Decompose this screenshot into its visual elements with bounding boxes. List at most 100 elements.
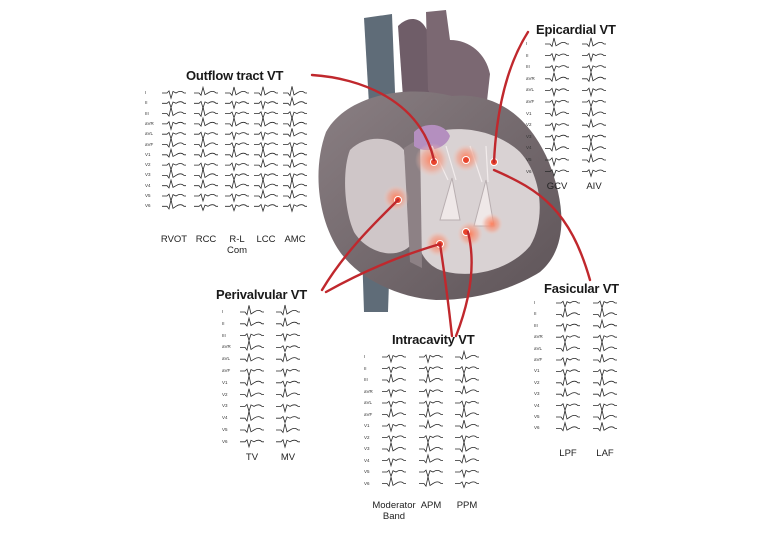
intracavity-lead-label: I (364, 354, 366, 359)
perivalvular-lead-label: II (222, 320, 225, 326)
perivalvular-ecg-trace (240, 388, 264, 398)
intracavity-ecg-trace (382, 388, 406, 399)
outflow-ecg-trace (194, 85, 218, 97)
outflow-ecg-trace (254, 86, 278, 97)
outflow-ecg-trace (225, 142, 249, 150)
fascicular-lead-label: aVF (534, 357, 543, 362)
epicardial-column-label: AIV (586, 181, 602, 192)
intracavity-lead-label: II (364, 365, 367, 371)
fascicular-ecg-trace (556, 322, 580, 333)
epicardial-ecg-trace (582, 118, 606, 129)
fascicular-ecg-trace (593, 300, 617, 309)
outflow-ecg-trace (254, 148, 278, 159)
epicardial-lead-label: aVL (526, 87, 535, 93)
epicardial-ecg-trace (582, 52, 606, 63)
outflow-lead-label: aVF (145, 141, 154, 147)
outflow-column-label: RVOT (160, 234, 188, 245)
intracavity-lead-label: V4 (364, 457, 370, 463)
intracavity-ecg-trace (419, 373, 443, 384)
epicardial-connector (492, 30, 530, 164)
intracavity-ecg-trace (419, 366, 443, 375)
outflow-ecg-trace (162, 193, 186, 202)
intracavity-ecg-trace (419, 400, 443, 409)
fascicular-ecg-trace (593, 409, 617, 421)
outflow-ecg-trace (254, 188, 278, 200)
intracavity-ecg-trace (455, 407, 479, 419)
epicardial-ecg-trace (545, 87, 569, 97)
epicardial-ecg-trace (582, 134, 606, 143)
outflow-ecg-trace (254, 178, 278, 190)
intracavity-connector-2 (454, 230, 473, 338)
intracavity-ecg-trace (455, 349, 479, 361)
outflow-ecg-trace (162, 131, 186, 140)
outflow-ecg-trace (162, 199, 186, 210)
epicardial-ecg-trace (545, 142, 569, 152)
fascicular-ecg-trace (556, 403, 580, 412)
outflow-ecg-trace (162, 147, 186, 158)
outflow-ecg-trace (225, 111, 249, 119)
outflow-ecg-trace (254, 157, 278, 169)
outflow-ecg-trace (283, 159, 307, 169)
intracavity-lead-label: V5 (364, 469, 370, 474)
fascicular-ecg-trace (593, 341, 617, 353)
intracavity-ecg-trace (419, 469, 443, 478)
outflow-ecg-trace (283, 86, 307, 97)
epicardial-ecg-trace (582, 64, 606, 73)
outflow-lead-label: I (145, 90, 147, 95)
pulmonary-artery (398, 19, 430, 112)
intracavity-lead-label: III (364, 377, 368, 382)
outflow-ecg-trace (283, 128, 307, 138)
epicardial-ecg-trace (545, 99, 569, 108)
perivalvular-ecg-trace (240, 375, 264, 387)
fascicular-site-glow (481, 213, 503, 235)
intracavity-lead-label: aVR (364, 388, 373, 394)
outflow-ecg-trace (194, 168, 218, 180)
intracavity-ecg-trace (419, 418, 443, 430)
outflow-ecg-trace (162, 90, 186, 100)
outflow-ecg-trace (194, 137, 218, 149)
outflow-column-sublabel: Com (226, 245, 248, 256)
perivalvular-lead-label: V2 (222, 391, 228, 397)
intracavity-column-label: PPM (456, 500, 478, 511)
outflow-ecg-trace (254, 141, 278, 151)
epicardial-column-label: GCV (546, 181, 568, 192)
intracavity-ecg-trace (455, 420, 479, 430)
connector-lines (310, 30, 592, 338)
intracavity-ecg-trace (455, 373, 479, 384)
fascicular-ecg-trace (593, 422, 617, 432)
epicardial-ecg-trace (582, 141, 606, 152)
fascicular-ecg-trace (593, 388, 617, 398)
intracavity-ecg-trace (455, 454, 479, 464)
perivalvular-lead-label: V1 (222, 379, 228, 385)
outflow-lead-label: V5 (145, 193, 151, 198)
intracavity-column-label: APM (420, 500, 442, 511)
perivalvular-lead-label: I (222, 309, 224, 314)
epicardial-ecg-trace (582, 106, 606, 118)
perivalvular-ecg-trace (276, 304, 300, 316)
epicardial-ecg-trace (582, 152, 606, 164)
outflow-ecg-trace (254, 203, 278, 213)
outflow-lead-label: V4 (145, 182, 151, 188)
epicardial-ecg-trace (545, 52, 569, 63)
fascicular-ecg-trace (593, 318, 617, 329)
right-ventricle-cavity (345, 138, 412, 254)
intracavity-ecg-trace (455, 400, 479, 410)
outflow-ecg-trace (225, 193, 249, 203)
epicardial-title: Epicardial VT (536, 22, 616, 37)
epicardial-lead-label: III (526, 64, 530, 70)
intracavity-ecg-trace (382, 366, 406, 374)
outflow-ecg-trace (225, 148, 249, 159)
fascicular-ecg-trace (556, 356, 580, 368)
epicardial-lead-label: aVF (526, 99, 535, 104)
intracavity-lead-label: V1 (364, 423, 370, 428)
intracavity-ecg-trace (382, 469, 406, 478)
intracavity-column-label: Moderator (372, 500, 416, 511)
perivalvular-ecg-trace (240, 439, 264, 449)
outflow-ecg-trace (162, 162, 186, 171)
outflow-ecg-trace (162, 168, 186, 179)
fascicular-column-label: LPF (559, 448, 577, 459)
fascicular-ecg-trace (556, 342, 580, 353)
fascicular-connector (492, 168, 592, 282)
aorta (426, 10, 490, 116)
